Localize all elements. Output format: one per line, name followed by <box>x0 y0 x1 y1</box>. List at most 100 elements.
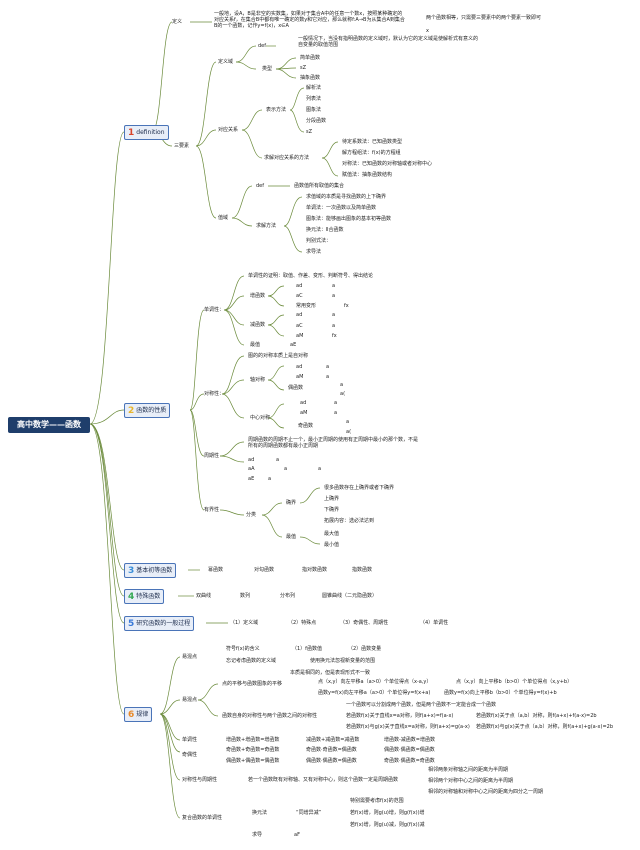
symp-text: 若一个函数既有对称轴、又有对称中心，则这个函数一定是周期函数 <box>248 777 399 783</box>
periodicity-node[interactable]: 周期性 <box>204 453 220 459</box>
find-item-3: 对称法：已知函数的对称轴或者对称中心 <box>342 161 433 167</box>
mono-rule-3: 增函数-减函数=增函数 <box>384 737 435 743</box>
extreme-value: aE <box>290 342 297 348</box>
definition-node[interactable]: 定义 <box>172 19 183 25</box>
confusing-points-node[interactable]: 易混点 <box>182 654 198 660</box>
range-item-1: 求值域的本质是寻找函数的上下确界 <box>306 194 387 200</box>
s3-item-3: 指对数函数 <box>302 567 328 573</box>
domain-def-text: 一般情况下，当没有指明函数的定义域时，默认为它的定义域是使解析式有意义的自变量的… <box>298 36 479 48</box>
symmetry-node[interactable]: 对称性： <box>204 391 225 397</box>
translation-row2b: 函数y=f(x)向上平移b（b>0）个单位得y=f(x)+b <box>444 690 557 696</box>
find-rule-node[interactable]: 求解对应关系的方法 <box>264 155 310 161</box>
domain-type-3: 抽象函数 <box>300 75 321 81</box>
parity-rule-node[interactable]: 奇偶性 <box>182 752 198 758</box>
sym2-title: 一个函数可以分割成两个函数，但是两个函数不一定能合成一个函数 <box>346 702 497 708</box>
dec-item-1: ad <box>296 312 303 318</box>
axis-right-1: a <box>326 364 330 370</box>
s3-item-4: 指数函数 <box>352 567 373 573</box>
rep-item-1: 解析法 <box>306 85 322 91</box>
points-b: 使用换元法忽视新变量的范围 <box>310 658 376 664</box>
derivative-value: aF <box>294 832 300 838</box>
increasing-node[interactable]: 增函数 <box>250 293 266 299</box>
find-item-2: 解方程组法：f(x)的方程组 <box>342 150 401 156</box>
composite-method: 换元法 <box>252 810 268 816</box>
correspondence-node[interactable]: 对应关系 <box>218 127 239 133</box>
range-node[interactable]: 值域 <box>218 215 229 221</box>
definition-text: 一般地，设A，B是非空的实数集，如果对于集合A中的任意一个数x，按照某种确定的对… <box>214 11 405 29</box>
s3-item-2: 对勾函数 <box>254 567 275 573</box>
center-symmetry-node[interactable]: 中心对称 <box>250 415 271 421</box>
rep-item-5: sZ <box>306 129 313 135</box>
bounds-item-3: 下确界 <box>324 507 340 513</box>
axis-right-3: a <box>340 382 344 388</box>
range-item-2: 单调法：一次函数以及简单函数 <box>306 205 377 211</box>
rep-item-3: 图象法 <box>306 107 322 113</box>
section-2-number: 2 <box>128 406 135 416</box>
section-1-number: 1 <box>128 128 135 138</box>
monotonicity-node[interactable]: 单调性： <box>204 307 225 313</box>
parity-r1-3: 偶函数·偶函数=偶函数 <box>384 747 435 753</box>
center-item-1: ad <box>300 400 307 406</box>
section-6-label: 规律 <box>136 711 149 718</box>
representation-node[interactable]: 表示方法 <box>266 107 287 113</box>
hard-points-node[interactable]: 易混点 <box>182 697 198 703</box>
bounds-item-1: 很多函数存在上确界或者下确界 <box>324 485 395 491</box>
dec-right-1: a <box>332 312 336 318</box>
composite-mono-node[interactable]: 复合函数的单调性 <box>182 815 223 821</box>
extreme-node[interactable]: 最值 <box>250 342 261 348</box>
domain-type-1: 简单函数 <box>300 55 321 61</box>
bounds-item-4: 拓展内容：选必法达到 <box>324 518 375 524</box>
parity-r2-2: 偶函数·偶函数=偶函数 <box>306 758 357 764</box>
mono-rule-node[interactable]: 单调性 <box>182 737 198 743</box>
symmetry-compare-node[interactable]: 函数自身的对称性与两个函数之间的对称性 <box>222 713 318 719</box>
inc-right-3: fx <box>344 303 349 309</box>
period-mid-2: a <box>284 466 288 472</box>
axis-right-4: a( <box>340 391 346 397</box>
symp-item-3: 相邻的对称轴和对称中心之间的距离为四分之一周期 <box>428 789 544 795</box>
mono-proof: 单调性的证明：取值、作差、变形、判断符号、得出结论 <box>248 273 374 279</box>
s4-item-1: 双曲线 <box>196 593 212 599</box>
symmetry-period-node[interactable]: 对称性与周期性 <box>182 777 218 783</box>
points-item-2: 忘记考虑函数的定义域 <box>226 658 277 664</box>
mono-rule-2: 减函数+减函数=减函数 <box>306 737 360 743</box>
decreasing-node[interactable]: 减函数 <box>250 322 266 328</box>
s3-item-1: 幂函数 <box>208 567 224 573</box>
root-node[interactable]: 高中数学——函数 <box>8 417 90 433</box>
bounds-node[interactable]: 确界 <box>286 500 297 506</box>
sym2-row1a: 若函数f(x)关于直线x=a对称，则f(a+x)=f(a-x) <box>346 713 454 719</box>
boundedness-node[interactable]: 有界性 <box>204 507 220 513</box>
parity-r1-1: 奇函数+奇函数=奇函数 <box>226 747 280 753</box>
center-item-2: aM <box>300 410 308 416</box>
period-right-2: a <box>318 466 322 472</box>
section-4-label: 特殊函数 <box>136 593 161 600</box>
definition-note-x: x <box>426 28 429 34</box>
range-item-4: 换元法：Ⅱ合函数 <box>306 227 344 233</box>
maxmin-node[interactable]: 最值 <box>286 534 297 540</box>
composite-item-1: 特别需要考虑f(x)的范围 <box>350 798 404 804</box>
axis-item-2: aM <box>296 374 304 380</box>
translation-node[interactable]: 点的平移与函数图象的平移 <box>222 681 283 687</box>
definition-note: 两个函数相等，只需要三要素中的两个要素一致即可 <box>426 15 542 21</box>
points-a-1: （1）f函数值 <box>292 646 322 652</box>
axis-symmetry-node[interactable]: 轴对称 <box>250 377 266 383</box>
derivative-node[interactable]: 求导 <box>252 832 263 838</box>
bounded-class-node[interactable]: 分类 <box>246 512 257 518</box>
range-item-6: 求导法 <box>306 249 322 255</box>
points-a-2: （2）函数变量 <box>348 646 382 652</box>
range-item-5: 判别式法： <box>306 238 332 244</box>
hard-title: 本质是相同的，但是表现形式不一致 <box>290 670 371 676</box>
find-item-4: 赋值法：抽象函数结构 <box>342 172 393 178</box>
range-method-node[interactable]: 求解方法 <box>256 223 277 229</box>
inc-item-1: ad <box>296 283 303 289</box>
domain-node[interactable]: 定义域 <box>218 59 234 65</box>
three-elements-node[interactable]: 三要素 <box>174 143 190 149</box>
translation-row1a: 点（x,y）向左平移a（a>0）个单位得点（x-a,y） <box>318 679 432 685</box>
inc-right-2: a <box>332 293 336 299</box>
domain-types-node[interactable]: 类型 <box>262 66 273 72</box>
